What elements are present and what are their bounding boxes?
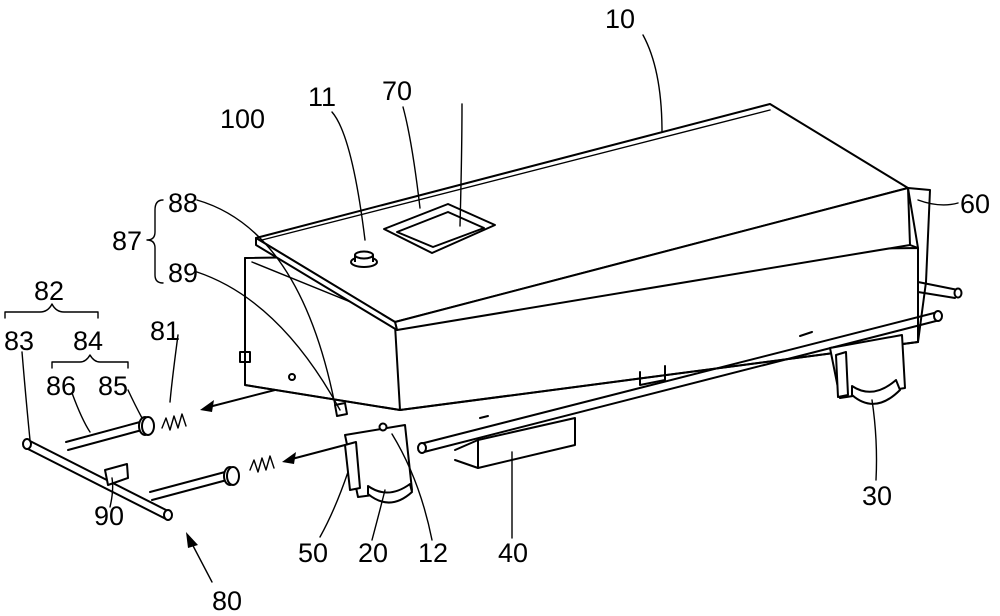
label-80: 80: [212, 586, 242, 616]
label-70: 70: [382, 76, 412, 106]
braces: [4, 199, 164, 369]
label-50: 50: [298, 538, 328, 568]
top-cover: [255, 103, 911, 331]
knob: [350, 250, 378, 268]
label-82: 82: [34, 276, 64, 306]
label-89: 89: [168, 258, 198, 288]
label-30: 30: [862, 481, 892, 511]
handle-assembly: [22, 413, 275, 521]
side-panel: [907, 187, 931, 343]
label-86: 86: [46, 371, 76, 401]
reference-numerals: 10 11 70 100 60 87 88 89 82 83 84 86 85 …: [4, 4, 990, 616]
wheel-assembly-left: [344, 424, 413, 504]
label-20: 20: [358, 538, 388, 568]
label-40: 40: [498, 538, 528, 568]
label-83: 83: [4, 326, 34, 356]
label-81: 81: [150, 316, 180, 346]
label-84: 84: [73, 326, 103, 356]
label-12: 12: [418, 538, 448, 568]
label-88: 88: [168, 188, 198, 218]
label-100: 100: [220, 104, 265, 134]
label-90: 90: [94, 501, 124, 531]
label-10: 10: [605, 4, 635, 34]
rail: [417, 281, 963, 454]
label-85: 85: [98, 371, 128, 401]
leader-lines: [21, 34, 959, 541]
label-11: 11: [308, 82, 336, 112]
assembly-arrows: [186, 389, 346, 583]
block-40: [454, 417, 576, 469]
label-87: 87: [112, 226, 142, 256]
opening: [383, 203, 496, 254]
label-60: 60: [960, 189, 990, 219]
wheel-assembly-right: [829, 334, 906, 405]
